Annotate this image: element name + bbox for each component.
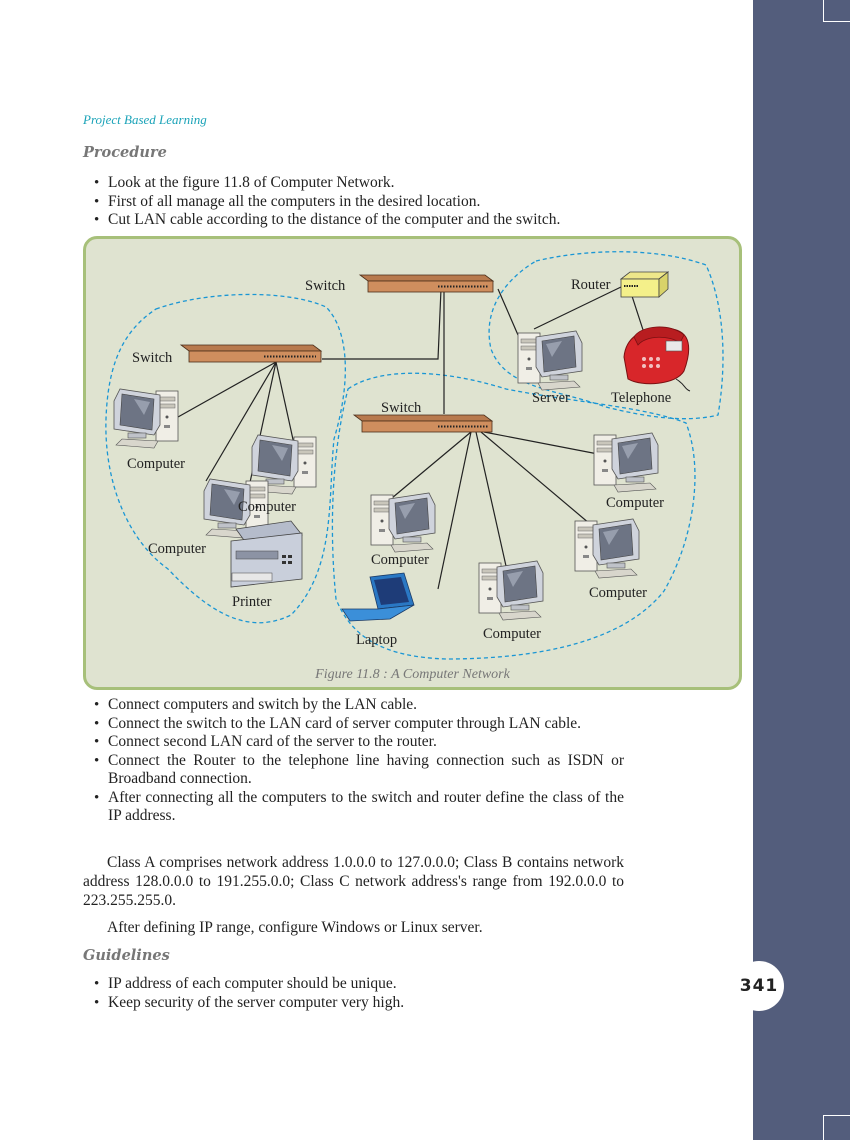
label-router: Router (571, 277, 611, 293)
procedure-list-before: Look at the figure 11.8 of Computer Netw… (94, 174, 634, 230)
computer-right-1 (593, 432, 659, 493)
label-computer-left-1: Computer (127, 456, 185, 472)
network-figure: Switch Switch Switch Router Server Telep… (83, 236, 742, 690)
list-item: Cut LAN cable according to the distance … (94, 211, 634, 230)
page-number: 341 (739, 976, 779, 996)
server-computer (517, 330, 583, 391)
label-computer-center-2: Computer (483, 626, 541, 642)
center-group-outline (331, 372, 696, 660)
label-server: Server (532, 390, 570, 406)
network-diagram: Switch Switch Switch Router Server Telep… (105, 251, 724, 660)
computer-left-1 (113, 388, 179, 449)
label-computer-left-3: Computer (148, 541, 206, 557)
paragraph-ip-classes: Class A comprises network address 1.0.0.… (83, 854, 624, 909)
label-telephone: Telephone (611, 390, 671, 406)
label-switch-left: Switch (132, 350, 173, 366)
router-device (619, 271, 670, 298)
label-printer: Printer (232, 594, 272, 610)
list-item: Connect computers and switch by the LAN … (94, 696, 624, 715)
computer-right-2 (574, 518, 640, 579)
label-laptop: Laptop (356, 632, 397, 648)
crop-mark-bottom (823, 1115, 850, 1140)
page-number-badge: 341 (734, 961, 784, 1011)
procedure-heading: Procedure (83, 144, 167, 161)
page-sidebar (753, 0, 850, 1140)
computer-center-2 (478, 560, 544, 621)
computer-center-1 (370, 492, 436, 553)
procedure-list-after: Connect computers and switch by the LAN … (94, 696, 624, 826)
running-head: Project Based Learning (83, 112, 207, 127)
list-item: Connect the switch to the LAN card of se… (94, 715, 624, 734)
label-switch-main: Switch (305, 278, 346, 294)
figure-caption: Figure 11.8 : A Computer Network (315, 667, 510, 682)
guidelines-heading: Guidelines (83, 947, 170, 964)
list-item: Look at the figure 11.8 of Computer Netw… (94, 174, 634, 193)
guidelines-list: IP address of each computer should be un… (94, 975, 624, 1012)
laptop-device (341, 572, 415, 622)
list-item: Connect second LAN card of the server to… (94, 733, 624, 752)
label-computer-left-2: Computer (238, 499, 296, 515)
label-switch-center: Switch (381, 400, 422, 416)
crop-mark-top (823, 0, 850, 22)
list-item: Connect the Router to the telephone line… (94, 752, 624, 789)
switch-center (352, 414, 494, 433)
switch-main (358, 274, 495, 293)
switch-left (179, 344, 323, 363)
paragraph-configure: After defining IP range, configure Windo… (107, 919, 483, 936)
list-item: First of all manage all the computers in… (94, 193, 634, 212)
printer-device (230, 520, 303, 588)
list-item: Keep security of the server computer ver… (94, 994, 624, 1013)
list-item: IP address of each computer should be un… (94, 975, 624, 994)
label-computer-right-2: Computer (589, 585, 647, 601)
server-group-outline (488, 251, 724, 420)
label-computer-center-1: Computer (371, 552, 429, 568)
label-computer-right-1: Computer (606, 495, 664, 511)
telephone-device (623, 326, 691, 392)
list-item: After connecting all the computers to th… (94, 789, 624, 826)
